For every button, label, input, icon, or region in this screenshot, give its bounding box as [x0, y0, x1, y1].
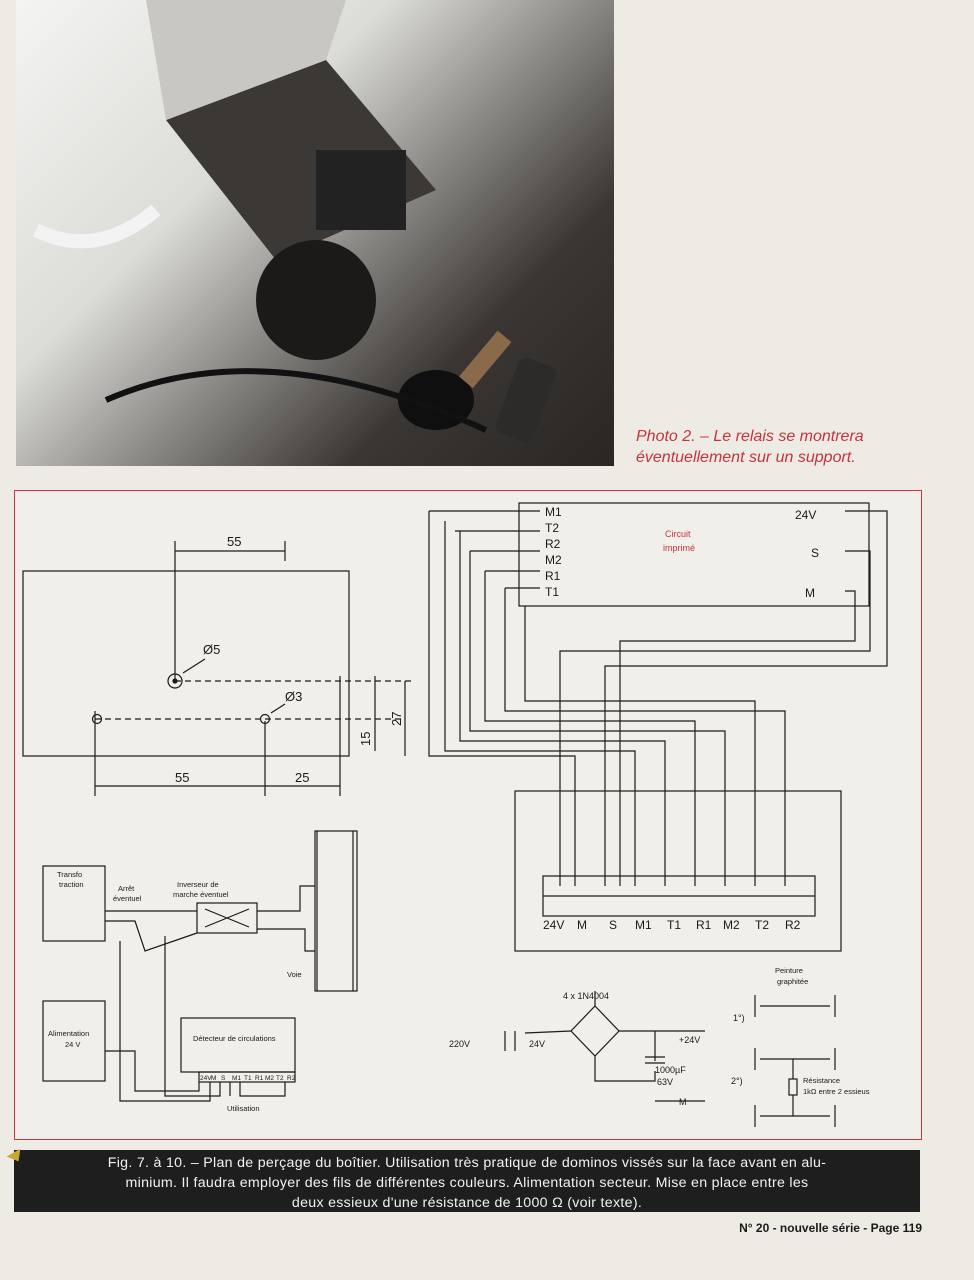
axle-2-label: 2°): [731, 1076, 743, 1086]
hole-large-label: Ø5: [203, 642, 220, 657]
pin-left-3: M2: [545, 553, 562, 567]
pin-right-2: M: [805, 586, 815, 600]
circuit-label-1: Circuit: [665, 529, 691, 539]
hole-3b: [259, 713, 271, 725]
cap-label-2: 63V: [657, 1077, 673, 1087]
hole-5: [167, 673, 183, 689]
page-footer: N° 20 - nouvelle série - Page 119: [739, 1221, 922, 1235]
pin-right-1: S: [811, 546, 819, 560]
voie-label: Voie: [287, 970, 302, 979]
det-pin-3: M1: [232, 1075, 241, 1082]
utilisation-label: Utilisation: [227, 1104, 260, 1113]
terminal-4: T1: [667, 918, 681, 932]
dim-bottom-right-label: 25: [295, 770, 309, 785]
terminal-1: M: [577, 918, 587, 932]
terminal-5: R1: [696, 918, 712, 932]
pin-right-0: 24V: [795, 508, 816, 522]
relay-photo: [16, 0, 614, 466]
inverseur-label-2: marche éventuel: [173, 890, 229, 899]
alimentation-box: [42, 1000, 106, 1082]
circuit-label-2: imprimé: [663, 543, 695, 553]
det-pin-7: T2: [276, 1075, 284, 1082]
terminal-box: [514, 790, 842, 952]
det-pin-1: M: [211, 1075, 216, 1082]
cap-label-1: 1000µF: [655, 1065, 686, 1075]
circuit-box: [518, 502, 870, 607]
v220-label: 220V: [449, 1039, 470, 1049]
pin-left-5: T1: [545, 585, 559, 599]
alim-label-2: 24 V: [65, 1040, 80, 1049]
pin-left-0: M1: [545, 505, 562, 519]
terminal-2: S: [609, 918, 617, 932]
figure-caption-banner: Fig. 7. à 10. – Plan de perçage du boîti…: [6, 1148, 920, 1212]
terminal-3: M1: [635, 918, 652, 932]
axle-1-label: 1°): [733, 1013, 745, 1023]
transfo-label-2: traction: [59, 880, 84, 889]
banner-line-2: minium. Il faudra employer des fils de d…: [125, 1175, 809, 1191]
photo-caption-line-1: Photo 2. – Le relais se montrera: [636, 428, 864, 445]
resistance-label-1: Résistance: [803, 1076, 840, 1085]
figure-panel: 55 55 25 15 27 Ø5 Ø3 Circuit imprimé M1 …: [14, 490, 922, 1140]
det-pin-6: M2: [265, 1075, 274, 1082]
box-outline: [22, 570, 350, 757]
dim-top-label: 55: [227, 534, 241, 549]
hole-3a: [91, 713, 103, 725]
pin-left-2: R2: [545, 537, 561, 551]
banner-line-3: deux essieux d'une résistance de 1000 Ω …: [291, 1195, 643, 1211]
resistance-label-2: 1kΩ entre 2 essieus: [803, 1087, 870, 1096]
arret-label-1: Arrêt: [118, 884, 135, 893]
dim-27-label: 27: [389, 712, 404, 726]
detecteur-label: Détecteur de circulations: [193, 1034, 276, 1043]
dim-bottom-left-label: 55: [175, 770, 189, 785]
bridge-label: 4 x 1N4004: [563, 991, 609, 1001]
det-pin-2: S: [221, 1075, 226, 1082]
det-pin-0: 24V: [200, 1075, 212, 1082]
dim-15-label: 15: [358, 732, 373, 746]
terminal-8: R2: [785, 918, 801, 932]
terminal-0: 24V: [543, 918, 564, 932]
inverseur-box: [196, 902, 258, 934]
m-label: M: [679, 1097, 687, 1107]
pin-left-1: T2: [545, 521, 559, 535]
figures-svg: 55 55 25 15 27 Ø5 Ø3 Circuit imprimé M1 …: [22, 502, 888, 1127]
relay-photo-illustration: [32, 0, 557, 443]
terminal-7: T2: [755, 918, 769, 932]
det-pin-8: R2: [287, 1075, 296, 1082]
photo-caption-line-2: éventuellement sur un support.: [636, 449, 856, 466]
det-pin-5: R1: [255, 1075, 264, 1082]
alim-label-1: Alimentation: [48, 1029, 89, 1038]
inverseur-label-1: Inverseur de: [177, 880, 219, 889]
hole-small-label: Ø3: [285, 689, 302, 704]
peinture-label-2: graphitée: [777, 977, 808, 986]
plus24-label: +24V: [679, 1035, 700, 1045]
v24-label: 24V: [529, 1039, 545, 1049]
banner-line-1: Fig. 7. à 10. – Plan de perçage du boîti…: [107, 1155, 827, 1171]
detecteur-box: [180, 1017, 296, 1073]
terminal-6: M2: [723, 918, 740, 932]
det-pin-4: T1: [244, 1075, 252, 1082]
detector-pins: 24V M S M1 T1 R1 M2 T2 R2: [200, 1075, 296, 1082]
transfo-label-1: Transfo: [57, 870, 82, 879]
peinture-label-1: Peinture: [775, 966, 803, 975]
arret-label-2: éventuel: [113, 894, 142, 903]
photo-caption: Photo 2. – Le relais se montrera éventue…: [636, 426, 956, 468]
pin-left-4: R1: [545, 569, 561, 583]
transfo-box: [42, 865, 106, 942]
